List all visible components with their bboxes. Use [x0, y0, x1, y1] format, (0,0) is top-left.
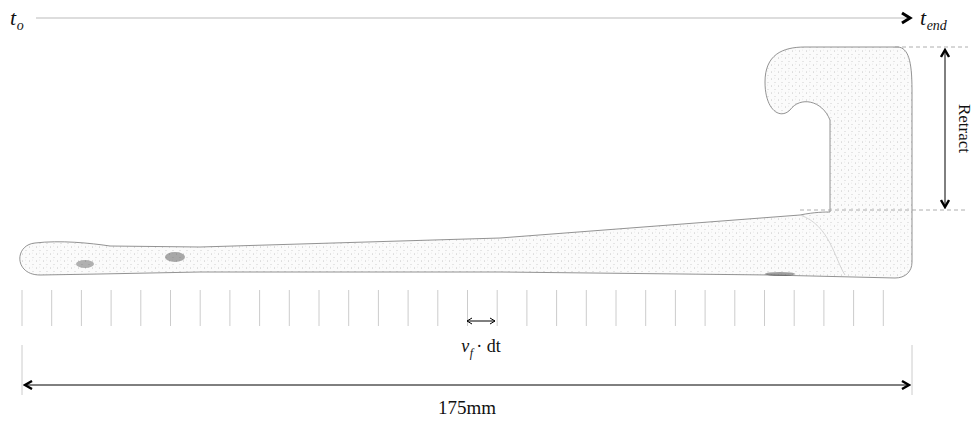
tick — [794, 290, 795, 326]
tick — [556, 290, 557, 326]
bead-corner — [800, 215, 845, 275]
tick — [586, 290, 587, 326]
printed-bead — [20, 47, 912, 278]
retract-label: Retract — [957, 103, 974, 152]
extension-line — [895, 47, 968, 48]
tick — [526, 290, 527, 326]
tick — [883, 290, 884, 326]
tick — [675, 290, 676, 326]
tick — [348, 290, 349, 326]
tick — [497, 290, 498, 326]
step-label: · dt — [476, 337, 501, 355]
tick — [81, 290, 82, 326]
defect — [165, 252, 185, 262]
tick — [437, 290, 438, 326]
tick — [408, 290, 409, 326]
tick — [111, 290, 112, 326]
tick — [764, 290, 765, 326]
axis-arrowhead — [902, 13, 910, 23]
feed-rate-subscript: f — [470, 347, 473, 359]
tick — [170, 290, 171, 326]
tick — [259, 290, 260, 326]
defect — [76, 260, 94, 268]
tick — [616, 290, 617, 326]
tick — [51, 290, 52, 326]
time-end-label: t — [920, 7, 926, 29]
tick — [705, 290, 706, 326]
extension-line — [912, 345, 913, 395]
time-axis — [36, 18, 908, 19]
time-end-subscript: end — [927, 19, 947, 33]
defect — [765, 272, 795, 276]
tick — [645, 290, 646, 326]
tick — [734, 290, 735, 326]
tick — [853, 290, 854, 326]
extension-line — [22, 345, 23, 395]
length-label: 175mm — [438, 398, 496, 417]
tick — [289, 290, 290, 326]
time-start-label: t — [10, 7, 16, 29]
feed-rate-label: v — [461, 337, 469, 355]
tick — [378, 290, 379, 326]
tick — [140, 290, 141, 326]
tick — [22, 290, 23, 326]
tick — [319, 290, 320, 326]
tick — [229, 290, 230, 326]
step-arrow — [467, 321, 495, 322]
time-start-subscript: o — [17, 19, 24, 33]
length-arrow — [25, 385, 909, 386]
retract-arrow — [945, 50, 946, 207]
extension-line — [800, 210, 968, 211]
tick — [200, 290, 201, 326]
tick — [823, 290, 824, 326]
time-step-ticks — [22, 290, 883, 326]
